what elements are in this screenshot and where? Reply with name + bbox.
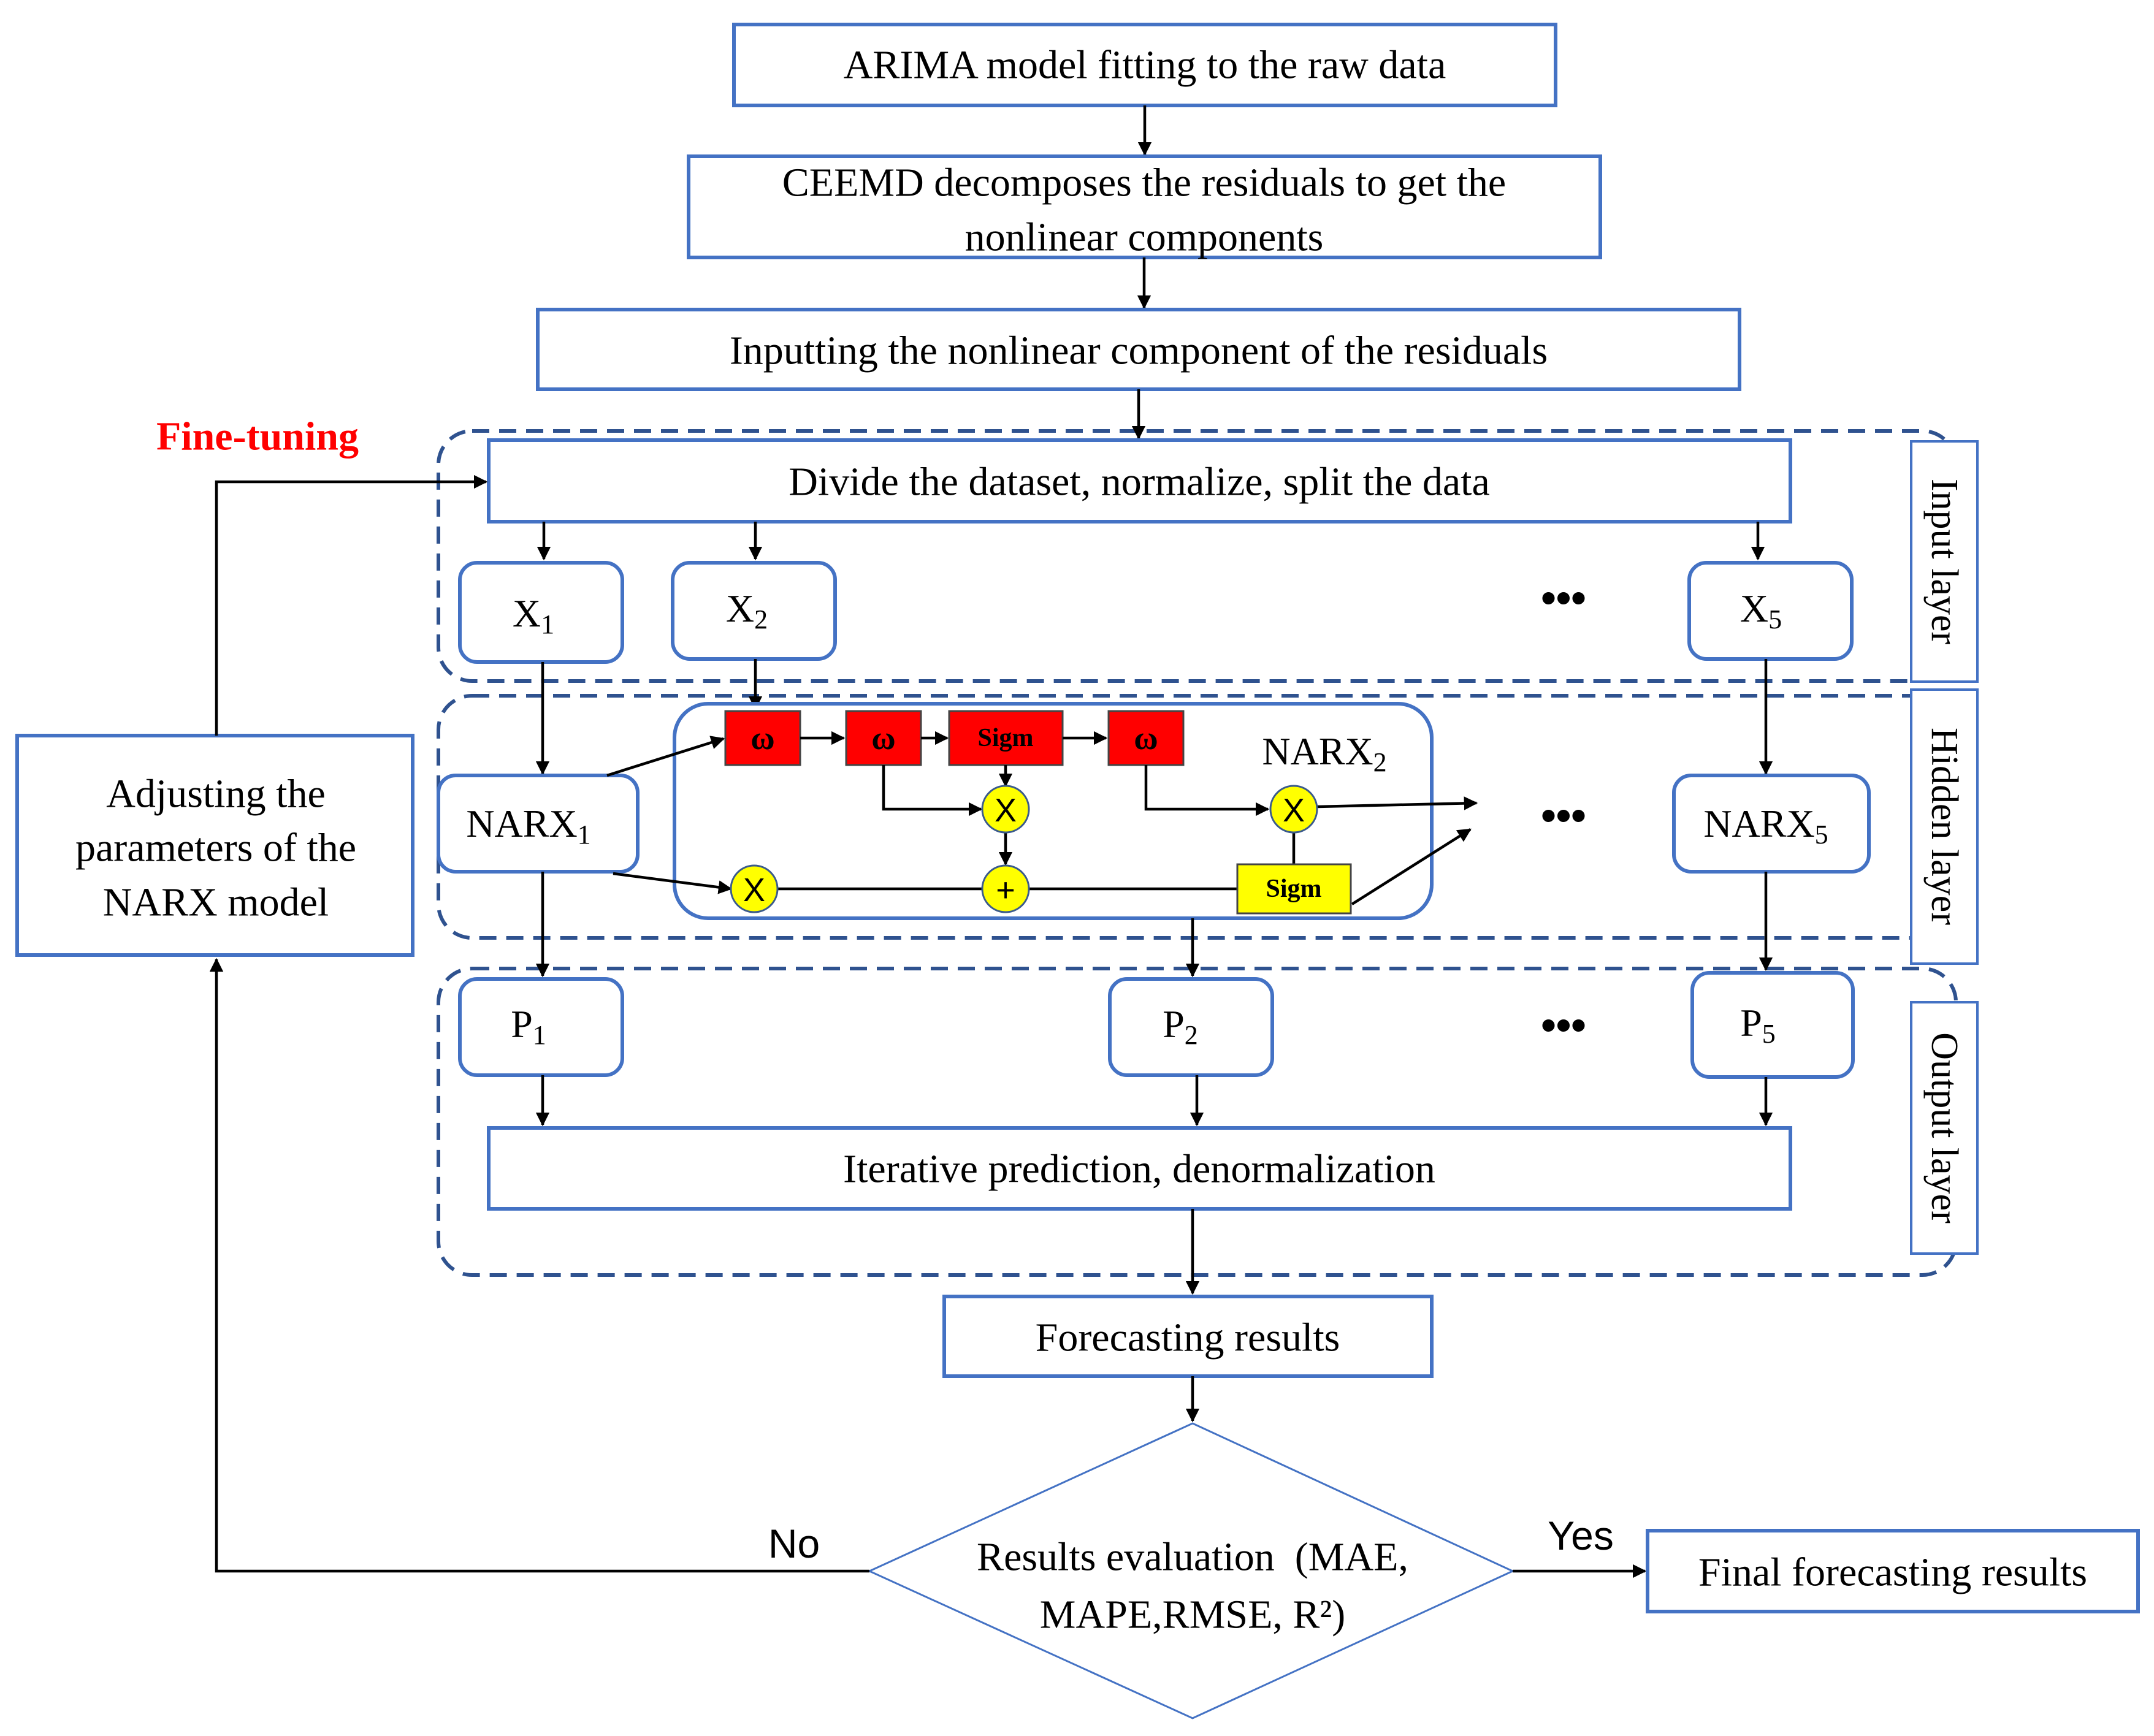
narx1-sub: 1 [578,820,591,850]
sigm-label-red: Sigm [977,724,1033,752]
no-label: No [768,1521,820,1566]
multiply-node-1: X [730,864,779,913]
hidden-layer-label: Hidden layer [1923,728,1965,925]
output-ellipsis: ••• [1541,1001,1586,1049]
svg-text:P5: P5 [1740,1001,1776,1049]
final-results-box [1646,1529,2140,1613]
arrow-narx1-mult1 [613,872,733,894]
input-node-x2-base: X [726,587,754,630]
evaluation-text-line1: Results evaluation (MAE, [977,1535,1408,1580]
svg-text:P1: P1 [511,1002,546,1050]
output-node-p1: P1 [458,977,624,1077]
narx2-sub: 2 [1373,747,1387,777]
svg-text:NARX1: NARX1 [466,802,590,850]
svg-text:X: X [1283,792,1305,829]
weight-symbol-1: ω [750,720,774,756]
svg-text:NARX5: NARX5 [1703,802,1828,850]
input-node-x1-base: X [513,592,541,635]
arrow-omega2-mult2 [882,765,983,817]
forecast-box [942,1295,1434,1378]
add-node: + [981,864,1030,913]
arrow-mult3-out [1316,796,1478,810]
arima-text: ARIMA model fitting to the raw data [844,43,1446,88]
input-node-x2: X2 [671,561,837,661]
ceemd-text-line2: nonlinear components [965,215,1324,260]
input-ellipsis: ••• [1541,574,1586,622]
output-layer-label-box [1910,1001,1979,1255]
output-node-p2-base: P [1163,1002,1185,1046]
svg-text:X1: X1 [513,592,554,639]
evaluation-text-line2: MAPE,RMSE, R²) [1040,1593,1345,1637]
adjust-params-line2: parameters of the [75,826,356,870]
svg-text:X5: X5 [1740,587,1782,634]
divide-data-text: Divide the dataset, normalize, split the… [789,460,1490,504]
output-node-p2: P2 [1108,977,1274,1077]
output-node-p1-base: P [511,1002,533,1046]
iterative-text: Iterative prediction, denormalization [843,1147,1435,1192]
evaluation-diamond [867,1422,1515,1719]
input-node-x5-sub: 5 [1768,604,1782,634]
sigm-label-yellow: Sigm [1266,875,1321,903]
input-node-x1: X1 [458,561,624,664]
narx2-label: NARX2 [1262,729,1386,777]
divide-data-box [487,438,1792,523]
arrow-narx1-omega1 [606,736,725,777]
fine-tuning-label: Fine-tuning [156,414,359,459]
narx5-node: NARX5 [1672,774,1871,874]
narx5-sub: 5 [1815,820,1828,850]
sigm-box-yellow [1236,863,1352,915]
input-node-x5: X5 [1687,561,1854,661]
svg-text:X: X [995,792,1017,829]
arrow-omega3-mult3 [1144,765,1270,817]
svg-text:P2: P2 [1163,1002,1198,1050]
arrow-no-adjust [209,957,869,1573]
output-node-p5-base: P [1740,1001,1762,1045]
weight-symbol-2: ω [871,720,895,756]
yes-label: Yes [1548,1513,1614,1558]
svg-text:X: X [743,872,765,908]
input-node-x2-sub: 2 [754,604,768,634]
residual-input-text: Inputting the nonlinear component of the… [730,329,1548,373]
multiply-node-2: X [981,785,1030,834]
adjust-params-line1: Adjusting the [106,772,326,817]
output-node-p1-sub: 1 [533,1020,546,1050]
arima-box [732,23,1557,107]
narx1-base: NARX [466,802,577,845]
forecast-text: Forecasting results [1036,1315,1340,1360]
adjust-params-line3: NARX model [103,880,329,925]
final-results-text: Final forecasting results [1698,1550,2087,1595]
hidden-ellipsis: ••• [1541,791,1586,839]
arrow-adjust-divide [215,474,488,736]
weight-box-2 [845,710,922,766]
output-node-p5-sub: 5 [1762,1019,1776,1049]
input-node-x5-base: X [1740,587,1768,630]
input-layer-label-box [1910,440,1979,683]
output-layer-label: Output layer [1923,1032,1965,1224]
multiply-node-3: X [1269,785,1318,834]
svg-text:X2: X2 [726,587,768,634]
hidden-layer-label-box [1910,688,1979,965]
svg-text:+: + [996,872,1015,908]
output-node-p2-sub: 2 [1185,1020,1198,1050]
narx1-node: NARX1 [437,774,640,874]
ceemd-text-line1: CEEMD decomposes the residuals to get th… [782,161,1506,205]
output-node-p5: P5 [1690,971,1855,1079]
weight-symbol-3: ω [1134,720,1158,756]
narx5-base: NARX [1703,802,1814,845]
weight-box-1 [724,710,801,766]
arrow-sigm-out [1351,828,1472,905]
weight-box-3 [1107,710,1185,766]
narx2-base: NARX [1262,729,1373,773]
input-node-x1-sub: 1 [541,609,554,639]
iterative-box [487,1126,1792,1211]
input-layer-label: Input layer [1923,479,1965,645]
adjust-params-box [15,734,414,957]
